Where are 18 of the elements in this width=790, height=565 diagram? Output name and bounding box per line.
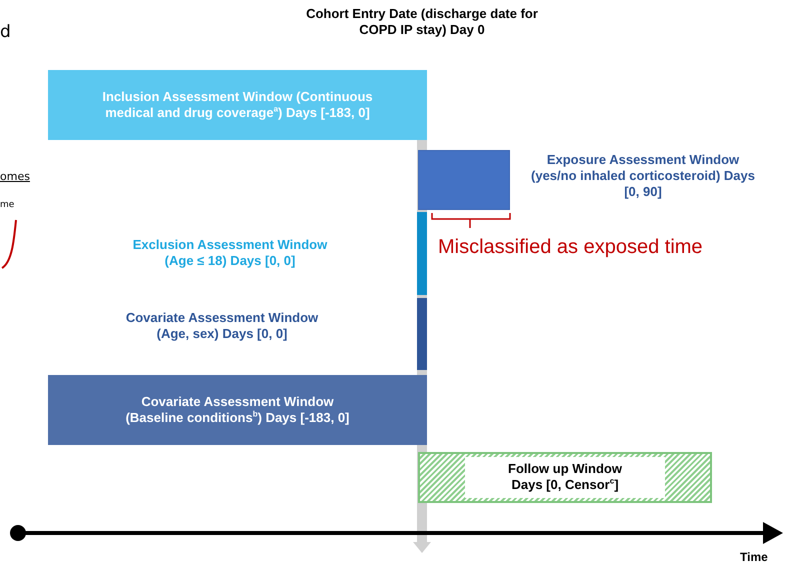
window-bar [417,212,427,295]
text-fragment: me [0,199,16,211]
window-bar [48,375,427,445]
text-fragment: d [0,22,12,42]
axis-label: Time [740,550,769,565]
exposure-bar [418,150,510,210]
follow-up-bar [418,452,712,503]
window-label: Exposure Assessment Window (yes/no inhaled corticosteroid) Days [0, 90] [530,152,756,200]
text-fragment: omes [0,170,30,184]
window-label: Covariate Assessment Window (Age, sex) Days [0, 0] [124,310,320,342]
window-bar [48,70,427,140]
window-bar [417,298,427,370]
window-label: Follow up Window Days [0, Censor$^{c}$] [465,457,665,498]
annotation-text: Misclassified as exposed time [438,236,704,259]
window-label: Inclusion Assessment Window (Continuous medical and drug coverage$^{a}$) Days [-183, 0] [101,89,374,121]
cohort-entry-label: Cohort Entry Date (discharge date for COPD IP stay) Day 0 [305,6,539,38]
window-label: Covariate Assessment Window (Baseline conditions$^{b}$) Days [-183, 0] [124,394,350,426]
window-label: Exclusion Assessment Window (Age ≤ 18) Days [0, 0] [132,237,328,269]
